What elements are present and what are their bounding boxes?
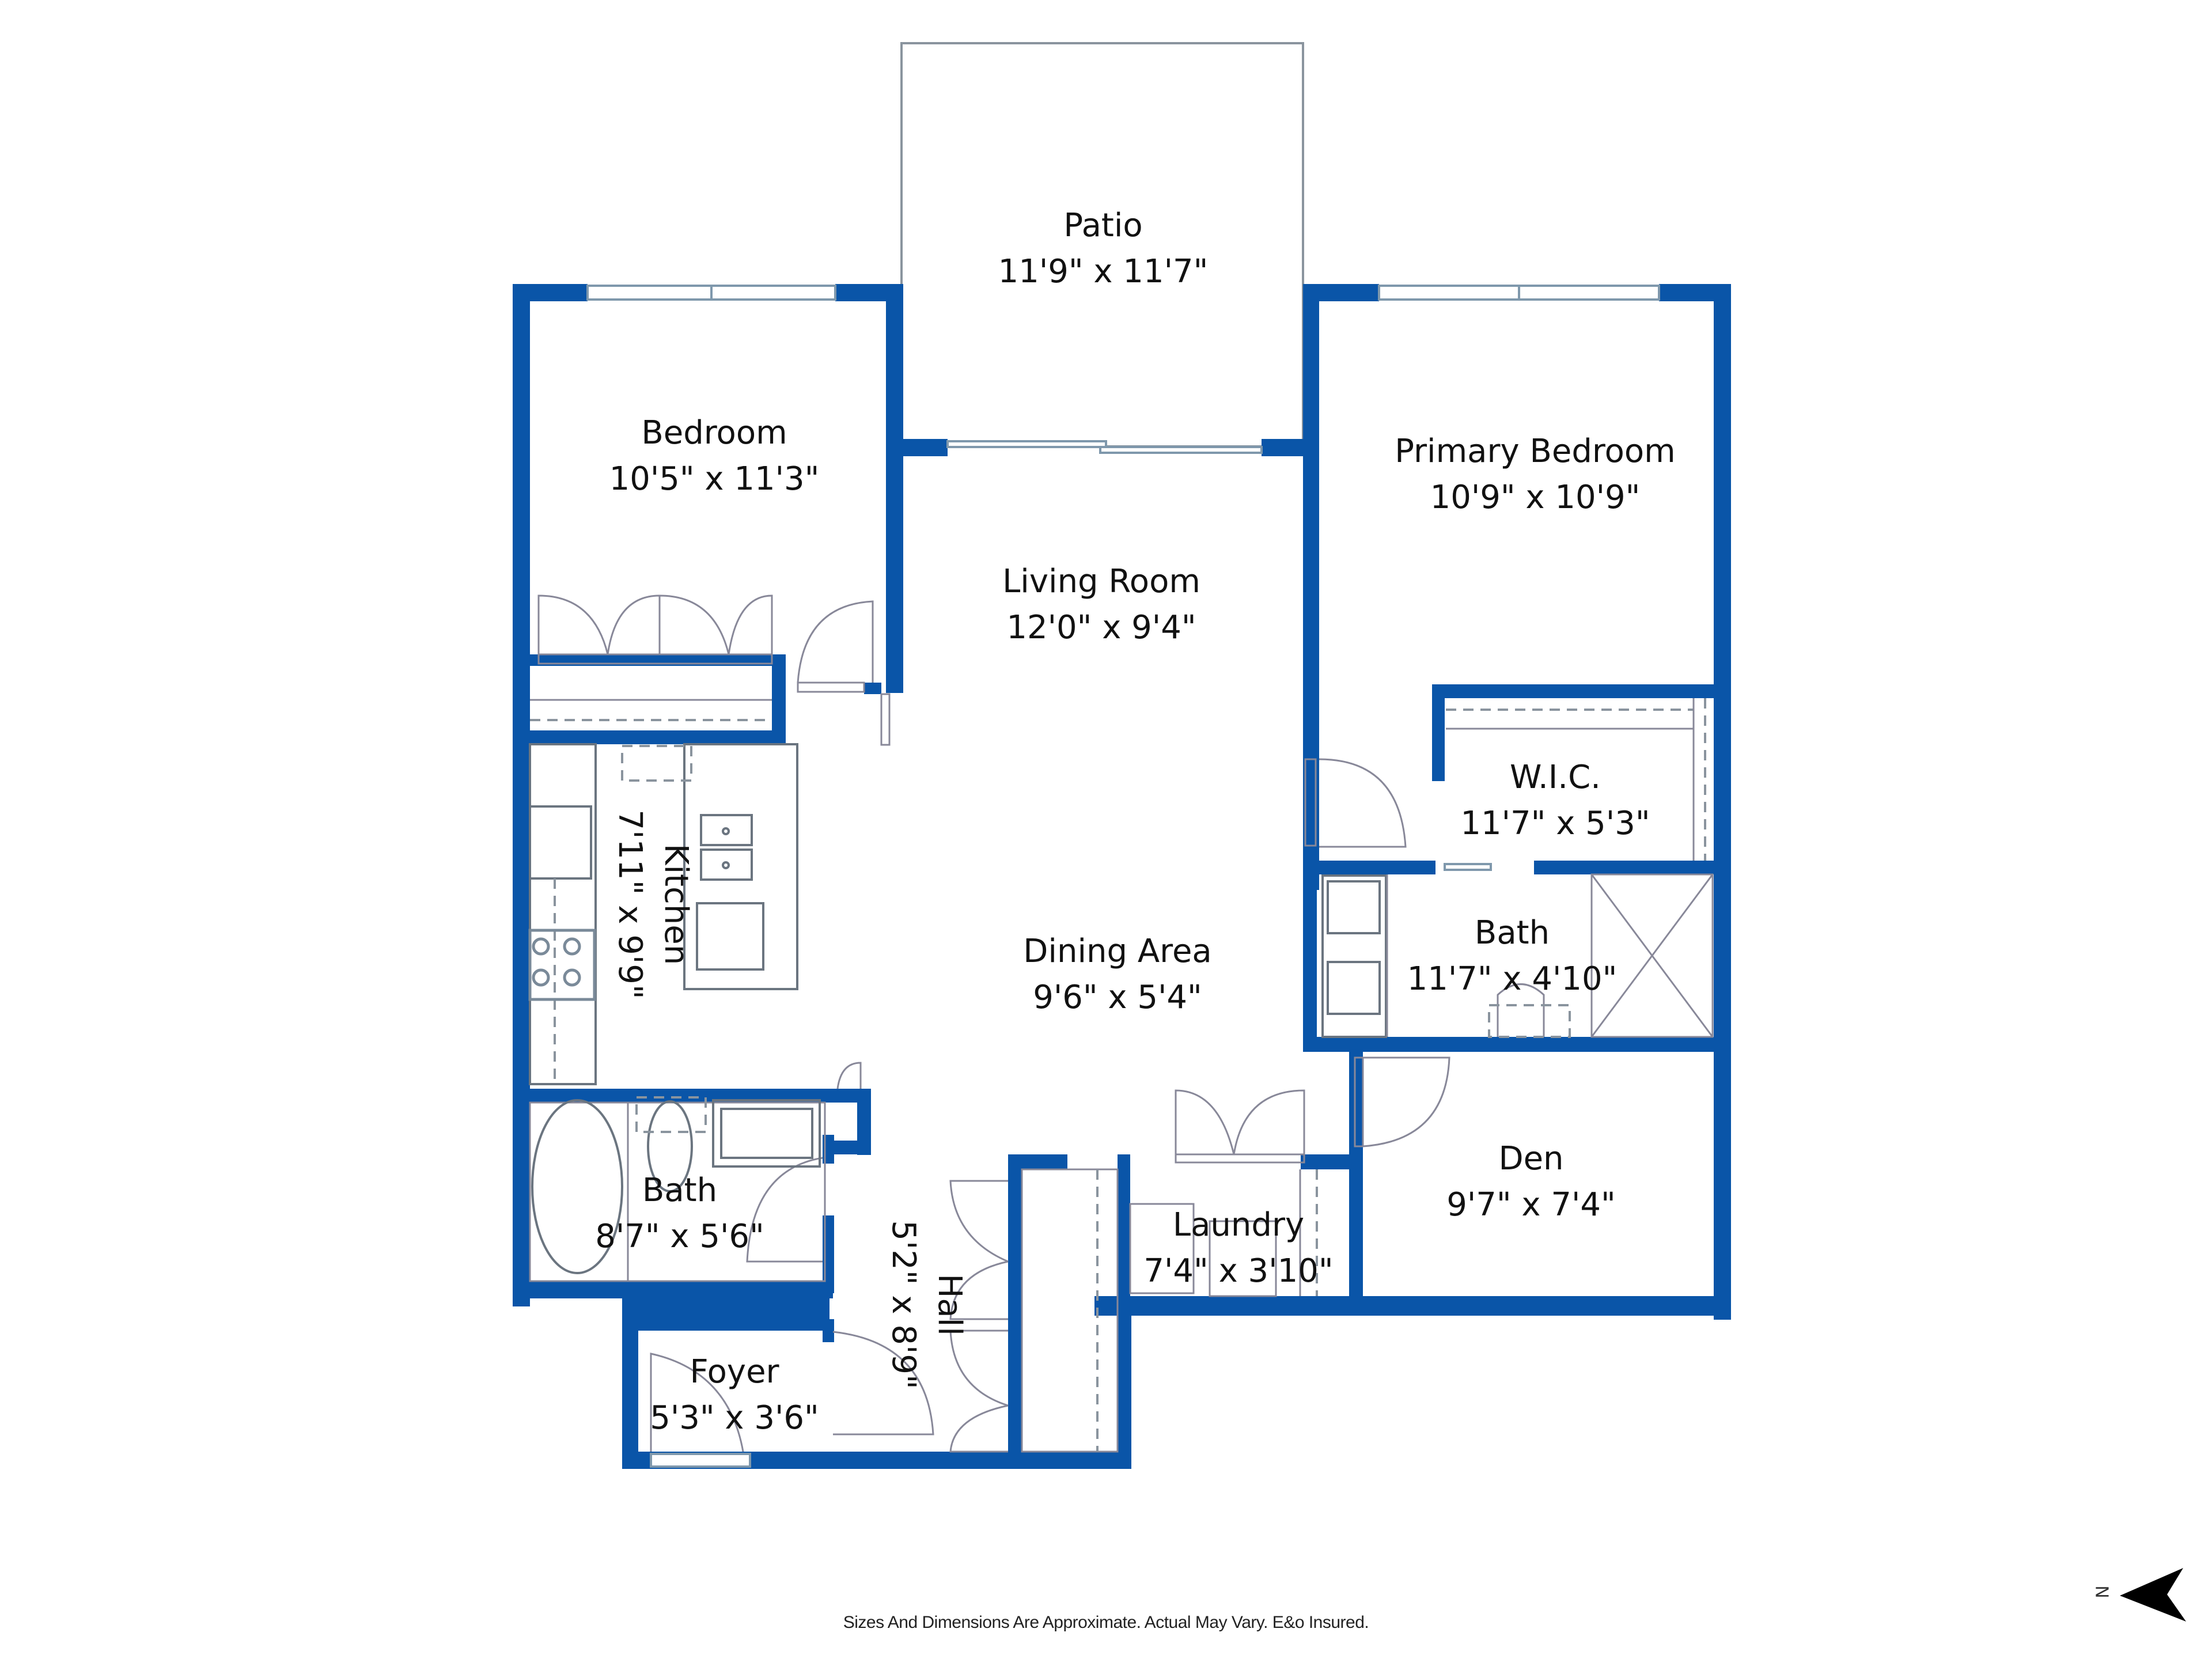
room-dims: 9'7" x 7'4": [1446, 1186, 1616, 1224]
room-name: Dining Area: [1023, 933, 1211, 970]
room-dims: 9'6" x 5'4": [1033, 979, 1202, 1016]
room-name: Primary Bedroom: [1395, 433, 1675, 470]
room-name: Foyer: [690, 1353, 779, 1391]
room-dims: 10'9" x 10'9": [1430, 479, 1641, 516]
room-dims: 5'3" x 3'6": [650, 1399, 819, 1437]
north-arrow-icon: [2120, 1568, 2186, 1622]
compass: N: [2093, 1561, 2200, 1624]
room-name: Bedroom: [641, 414, 787, 452]
room-dims: 11'7" x 5'3": [1460, 805, 1650, 842]
fixtures: [528, 698, 1714, 1297]
room-dims: 8'7" x 5'6": [595, 1218, 764, 1255]
room-name: Bath: [642, 1172, 717, 1209]
room-name: Patio: [1063, 207, 1142, 244]
room-labels: Patio 11'9" x 11'7" Bedroom 10'5" x 11'3…: [595, 207, 1676, 1437]
room-dims: 7'11" x 9'9": [611, 809, 649, 999]
disclaimer-text: Sizes And Dimensions Are Approximate. Ac…: [843, 1613, 1369, 1632]
room-name: Hall: [931, 1274, 968, 1336]
room-dims: 5'2" x 8'9": [885, 1220, 922, 1389]
windows: [586, 285, 1660, 1468]
room-name: Kitchen: [657, 844, 695, 965]
room-name: Laundry: [1173, 1206, 1304, 1244]
room-name: Bath: [1475, 914, 1550, 952]
room-dims: 11'9" x 11'7": [998, 253, 1209, 290]
room-name: Living Room: [1002, 563, 1200, 600]
doors: [537, 594, 1450, 1453]
room-dims: 10'5" x 11'3": [609, 460, 820, 498]
room-dims: 11'7" x 4'10": [1407, 960, 1618, 998]
room-dims: 12'0" x 9'4": [1006, 609, 1196, 646]
patio-outline: [900, 42, 1304, 448]
room-dims: 7'4" x 3'10": [1143, 1252, 1333, 1290]
compass-label: N: [2093, 1585, 2113, 1599]
room-name: Den: [1498, 1140, 1563, 1177]
walls: [513, 284, 1731, 1469]
room-name: W.I.C.: [1510, 759, 1601, 796]
